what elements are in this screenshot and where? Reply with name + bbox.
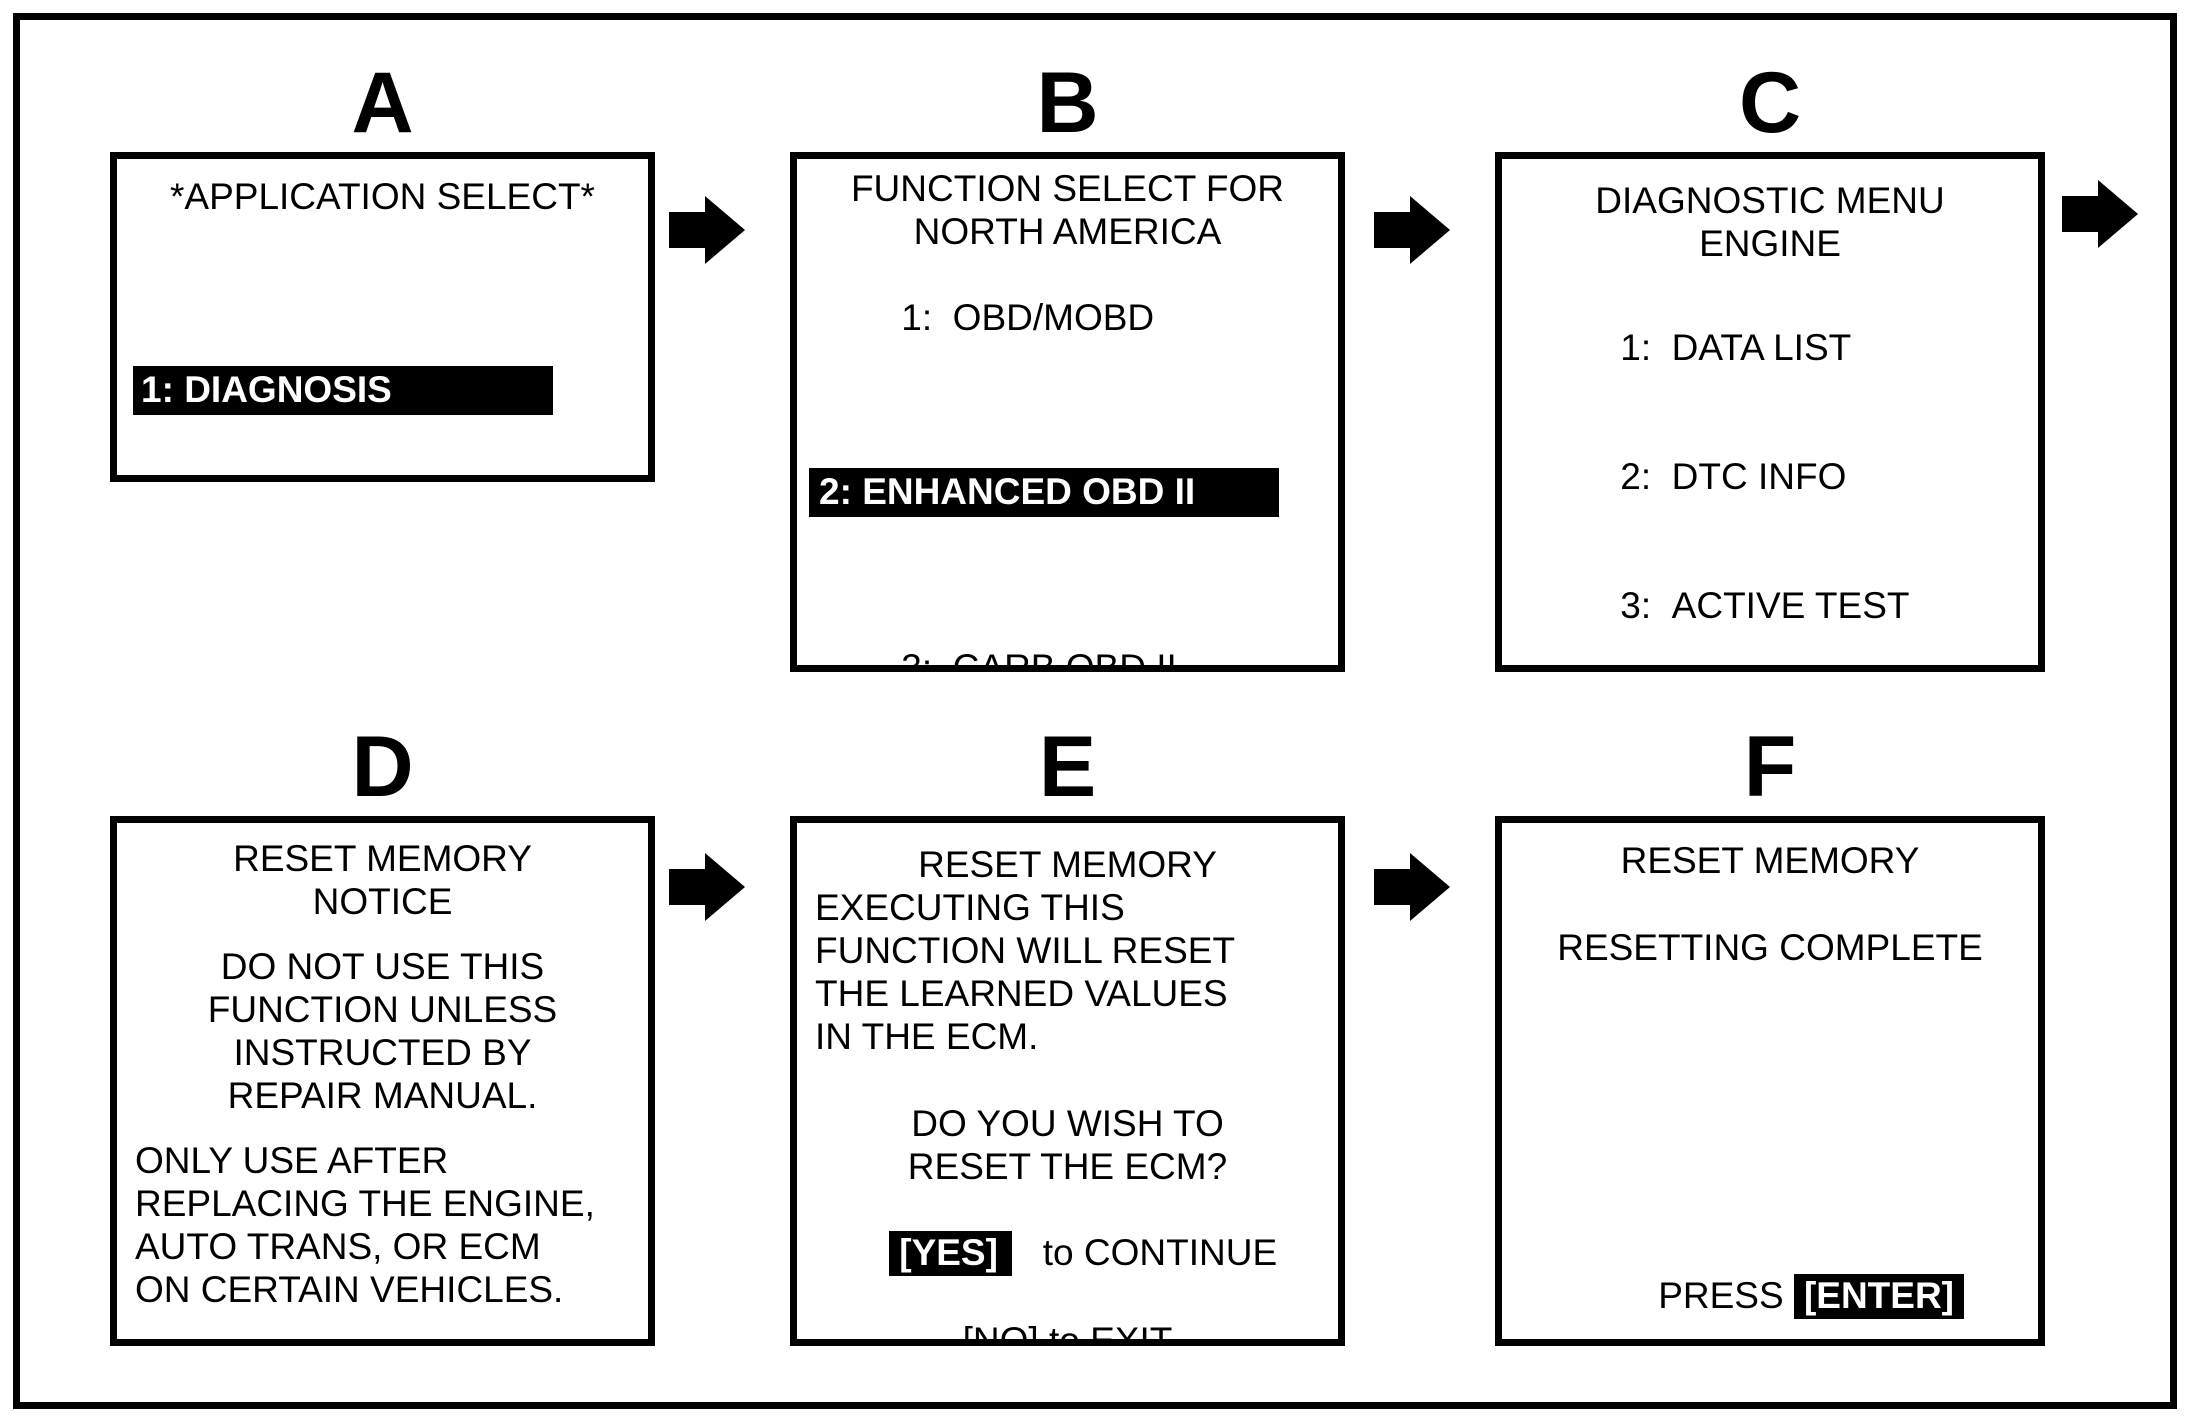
screen-d-body-6: ONLY USE AFTER xyxy=(135,1140,449,1181)
screen-e-body-4: IN THE ECM. xyxy=(815,1016,1039,1057)
menu-item-diagnosis[interactable]: 1: DIAGNOSIS xyxy=(133,280,553,475)
menu-item-enhanced-obd-ii-num: 2: xyxy=(819,471,852,512)
panel-b: B FUNCTION SELECT FOR NORTH AMERICA 1: O… xyxy=(790,52,1345,672)
menu-item-data-list[interactable]: 1: DATA LIST xyxy=(1538,283,2038,412)
menu-item-data-list-num: 1: xyxy=(1620,327,1652,368)
menu-item-obd-mobd-num: 1: xyxy=(901,297,933,338)
arrow-e-to-f xyxy=(1370,845,1454,929)
menu-item-enhanced-obd-ii-label: ENHANCED OBD II xyxy=(862,471,1196,512)
menu-item-carb-obd-ii[interactable]: 3: CARB OBD II xyxy=(819,603,1338,672)
screen-diagnostic-menu: DIAGNOSTIC MENU ENGINE 1: DATA LIST 2: D… xyxy=(1495,152,2045,672)
arrow-d-to-e xyxy=(665,845,749,929)
menu-item-active-test[interactable]: 3: ACTIVE TEST xyxy=(1538,541,2038,665)
panel-b-letter: B xyxy=(1036,55,1099,151)
screen-f-status: RESETTING COMPLETE xyxy=(1557,927,1983,968)
yes-key-button[interactable]: [YES] xyxy=(889,1231,1012,1276)
screen-e-prompt-2: RESET THE ECM? xyxy=(907,1146,1228,1187)
menu-item-carb-obd-ii-label: CARB OBD II xyxy=(952,647,1177,672)
arrow-b-to-c xyxy=(1370,188,1454,272)
screen-application-select: *APPLICATION SELECT* 1: DIAGNOSIS 2: CUS… xyxy=(110,152,655,482)
screen-e-prompt-1: DO YOU WISH TO xyxy=(911,1103,1224,1144)
menu-item-snapshot[interactable]: 4: SNAPSHOT xyxy=(1538,670,2038,672)
screen-d-body-4: REPAIR MANUAL. xyxy=(227,1075,538,1116)
screen-d-title-2: NOTICE xyxy=(312,881,453,922)
menu-item-obd-mobd-label: OBD/MOBD xyxy=(952,297,1155,338)
menu-item-active-test-label: ACTIVE TEST xyxy=(1671,585,1910,626)
screen-d-body-9: ON CERTAIN VEHICLES. xyxy=(135,1269,564,1310)
screen-b-title-1: FUNCTION SELECT FOR xyxy=(850,168,1285,209)
menu-item-enhanced-obd-ii-highlight: 2: ENHANCED OBD II xyxy=(809,468,1279,517)
menu-item-dtc-info-num: 2: xyxy=(1620,456,1652,497)
screen-d-title-1: RESET MEMORY xyxy=(233,838,532,879)
panel-d: D RESET MEMORY NOTICE DO NOT USE THIS FU… xyxy=(110,716,655,1346)
screen-d-body-3: INSTRUCTED BY xyxy=(233,1032,532,1073)
menu-item-diagnosis-highlight: 1: DIAGNOSIS xyxy=(133,366,553,415)
panel-c: C DIAGNOSTIC MENU ENGINE 1: DATA LIST 2:… xyxy=(1495,52,2045,672)
menu-item-dtc-info[interactable]: 2: DTC INFO xyxy=(1538,412,2038,541)
panel-f-letter: F xyxy=(1743,719,1797,815)
screen-b-title-2: NORTH AMERICA xyxy=(913,211,1222,252)
panel-a-letter: A xyxy=(351,55,414,151)
menu-item-data-list-label: DATA LIST xyxy=(1671,327,1852,368)
screen-d-body-2: FUNCTION UNLESS xyxy=(207,989,558,1030)
screen-c-title-2: ENGINE xyxy=(1699,223,1841,264)
screen-d-body-8: AUTO TRANS, OR ECM xyxy=(135,1226,541,1267)
menu-item-carb-obd-ii-num: 3: xyxy=(901,647,933,672)
panel-e: E RESET MEMORY EXECUTING THIS FUNCTION W… xyxy=(790,716,1345,1346)
screen-d-body-1: DO NOT USE THIS xyxy=(220,946,545,987)
enter-key-button[interactable]: [ENTER] xyxy=(1793,1274,1964,1319)
screen-function-select: FUNCTION SELECT FOR NORTH AMERICA 1: OBD… xyxy=(790,152,1345,672)
panel-a: A *APPLICATION SELECT* 1: DIAGNOSIS 2: C… xyxy=(110,52,655,482)
panel-e-letter: E xyxy=(1038,719,1097,815)
panel-c-letter: C xyxy=(1738,55,1802,151)
arrow-c-to-next xyxy=(2058,172,2142,256)
menu-item-dtc-info-label: DTC INFO xyxy=(1671,456,1847,497)
screen-e-body-1: EXECUTING THIS xyxy=(815,887,1125,928)
screen-reset-memory-complete: RESET MEMORY RESETTING COMPLETE PRESS [E… xyxy=(1495,816,2045,1346)
screen-e-body-3: THE LEARNED VALUES xyxy=(815,973,1228,1014)
screen-reset-memory-notice: RESET MEMORY NOTICE DO NOT USE THIS FUNC… xyxy=(110,816,655,1346)
panel-f: F RESET MEMORY RESETTING COMPLETE PRESS … xyxy=(1495,716,2045,1346)
screen-e-yes-row: [YES] to CONTINUE xyxy=(807,1188,1338,1319)
screen-f-title-1: RESET MEMORY xyxy=(1620,840,1920,881)
screen-c-title-1: DIAGNOSTIC MENU xyxy=(1595,180,1945,221)
arrow-a-to-b xyxy=(665,188,749,272)
screen-e-title-1: RESET MEMORY xyxy=(918,844,1217,885)
screen-e-body-2: FUNCTION WILL RESET xyxy=(815,930,1236,971)
menu-item-enhanced-obd-ii[interactable]: 2: ENHANCED OBD II xyxy=(809,382,1279,603)
menu-item-active-test-num: 3: xyxy=(1620,585,1652,626)
screen-d-body-7: REPLACING THE ENGINE, xyxy=(135,1183,595,1224)
yes-suffix-label: to CONTINUE xyxy=(1042,1232,1278,1273)
menu-item-diagnosis-label: DIAGNOSIS xyxy=(184,369,392,410)
panel-d-letter: D xyxy=(351,719,414,815)
screen-e-no-row[interactable]: [NO] to EXIT xyxy=(962,1320,1173,1346)
screen-f-press-row: PRESS [ENTER] xyxy=(1502,1231,2038,1339)
menu-item-obd-mobd[interactable]: 1: OBD/MOBD xyxy=(819,253,1338,382)
press-label: PRESS xyxy=(1658,1275,1784,1316)
screen-reset-memory-confirm: RESET MEMORY EXECUTING THIS FUNCTION WIL… xyxy=(790,816,1345,1346)
screen-a-title-1: *APPLICATION SELECT* xyxy=(170,176,595,217)
menu-item-diagnosis-num: 1: xyxy=(141,369,174,410)
